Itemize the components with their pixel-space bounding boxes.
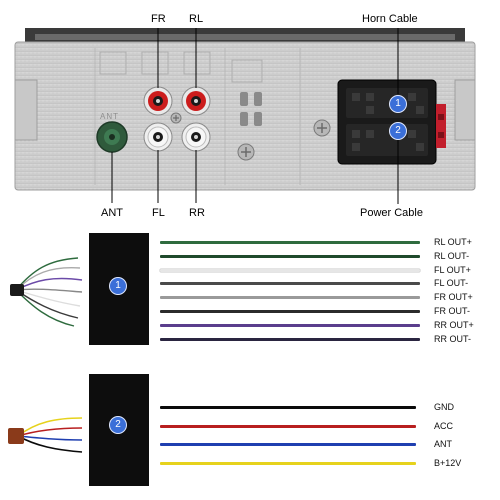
wire-line [160, 268, 420, 272]
callout-horn-cable: Horn Cable [362, 13, 418, 25]
power-harness-badge: 2 [109, 416, 127, 434]
vent-slot [240, 112, 248, 126]
wire-line [160, 337, 420, 341]
wire-line [160, 461, 416, 465]
wire-label: FR OUT+ [434, 292, 473, 303]
speaker-harness-plug-illustration [10, 257, 83, 327]
screw [237, 143, 255, 161]
panel-top-rim-highlight [35, 34, 455, 40]
wire-line [160, 241, 420, 244]
wire-line [160, 310, 420, 313]
label-rl: RL [189, 13, 204, 25]
wire-label: FL OUT+ [434, 264, 471, 275]
iso-connector-lower [346, 124, 428, 156]
connector-badge-2: 2 [389, 122, 407, 140]
wire-label: RR OUT- [434, 333, 471, 344]
wire-label: FR OUT- [434, 306, 470, 316]
antenna-jack [96, 121, 128, 153]
left-bracket [14, 79, 38, 141]
wire-label: RL OUT+ [434, 237, 472, 247]
wire-label: RR OUT+ [434, 319, 474, 330]
label-fl: FL [152, 207, 165, 219]
wire-line [160, 406, 416, 409]
recess [99, 51, 127, 75]
wire-label: ACC [434, 420, 454, 431]
wire-line [160, 323, 420, 327]
rca-jack-rl [181, 86, 211, 116]
vent-slot [240, 92, 248, 106]
wire-line [160, 424, 416, 428]
wire-label: RL OUT- [434, 250, 470, 261]
wire-label: FL OUT- [434, 278, 469, 289]
callout-power-cable: Power Cable [360, 207, 423, 219]
rear-panel-illustration [14, 28, 476, 204]
iso-connector-pins [352, 93, 424, 151]
label-ant: ANT [101, 207, 123, 219]
iso-connector-clip-notch [438, 114, 444, 120]
screw [170, 112, 182, 124]
wire-label: ANT [434, 439, 452, 449]
iso-connector-upper [346, 88, 428, 118]
wire-line [160, 296, 420, 300]
rca-jack-fl [143, 122, 173, 152]
iso-connector-red-clip [436, 104, 446, 148]
label-fr: FR [151, 13, 166, 25]
iso-connector-clip-notch [438, 132, 444, 138]
vent-slot [254, 112, 262, 126]
rca-jack-rr [181, 122, 211, 152]
wire-line [160, 443, 416, 446]
rca-jack-fr [143, 86, 173, 116]
recess [141, 51, 169, 75]
wire-label: B+12V [434, 457, 462, 468]
wire-label: GND [434, 402, 454, 412]
label-rr: RR [189, 207, 205, 219]
screw [313, 119, 331, 137]
recess [231, 59, 263, 83]
power-harness-plug-illustration [8, 417, 83, 453]
recess [183, 51, 211, 75]
speaker-harness-badge: 1 [109, 277, 127, 295]
embossed-ant-label: ANT [100, 112, 119, 121]
right-bracket [454, 79, 476, 141]
vent-slot [254, 92, 262, 106]
connector-badge-1: 1 [389, 95, 407, 113]
wire-line [160, 254, 420, 258]
wire-line [160, 282, 420, 286]
